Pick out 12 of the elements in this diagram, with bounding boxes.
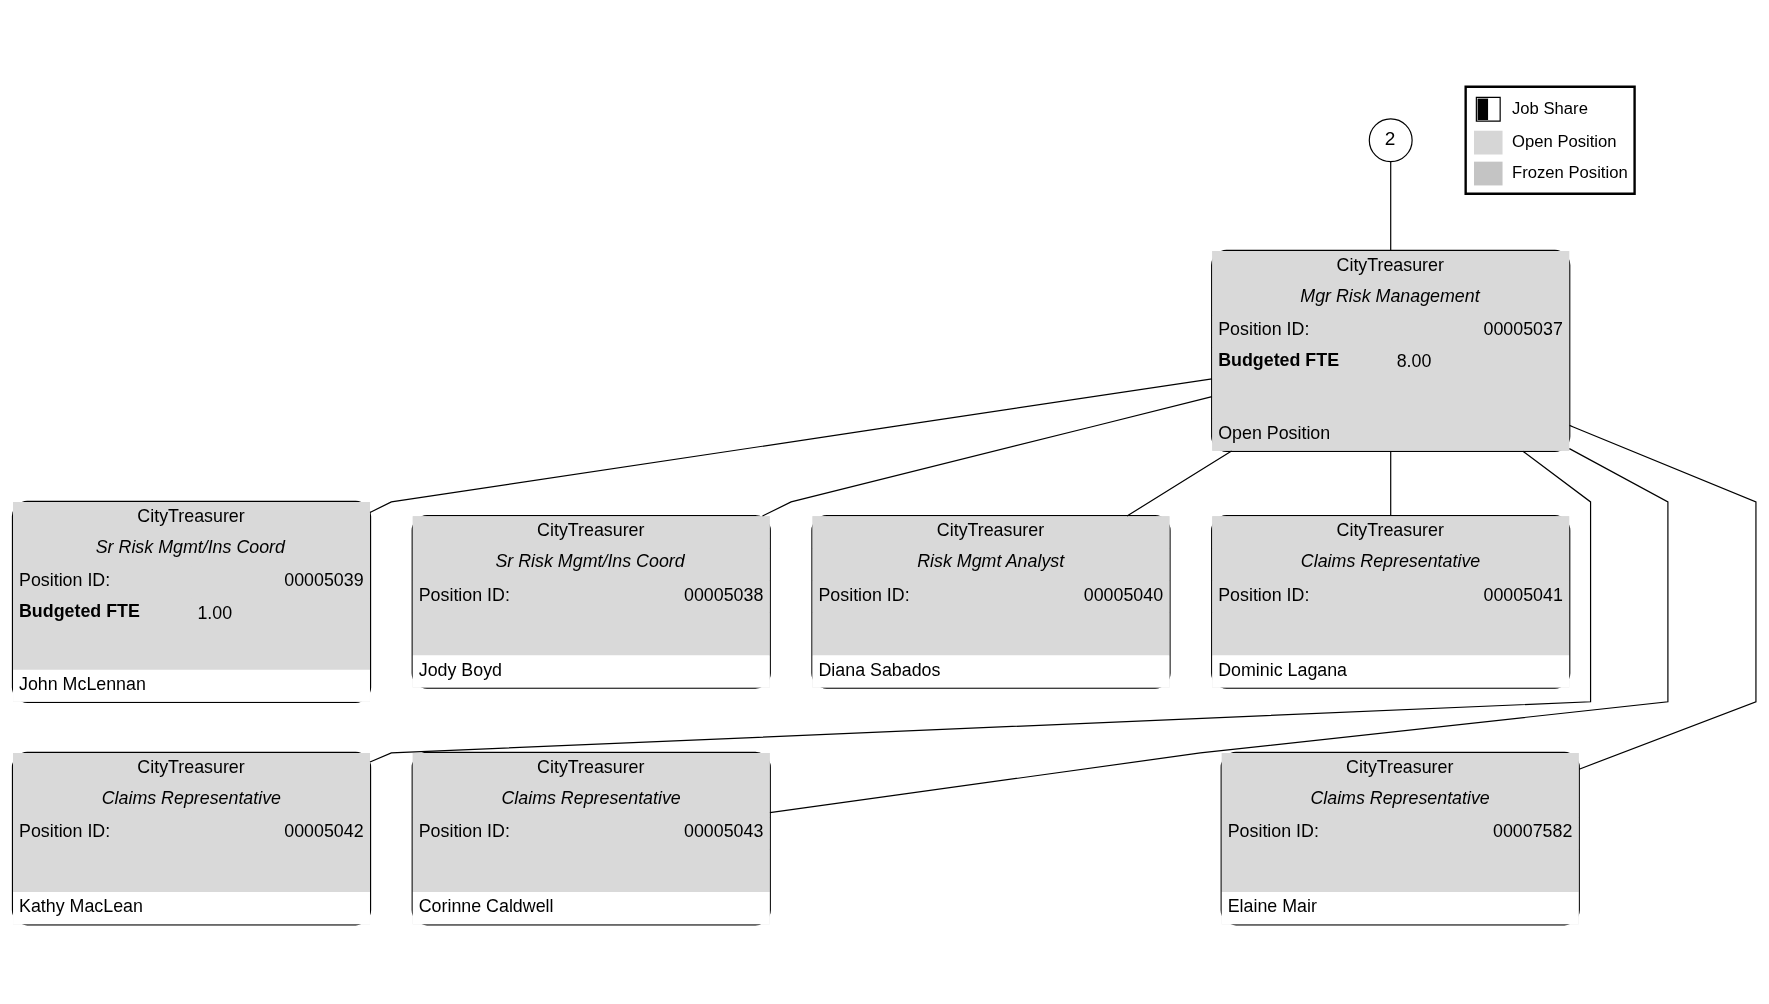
connector [369, 450, 1592, 763]
node-circle: 2 [1368, 117, 1413, 162]
connector [1126, 449, 1233, 517]
connector [1569, 424, 1757, 770]
legend-label: Open Position [1512, 131, 1617, 151]
connector [769, 447, 1669, 813]
connector [1390, 449, 1392, 517]
connector [1390, 160, 1392, 251]
legend-label: Frozen Position [1512, 162, 1628, 182]
legend-label: Job Share [1512, 98, 1588, 118]
connector [369, 377, 1213, 513]
connector [761, 395, 1213, 517]
